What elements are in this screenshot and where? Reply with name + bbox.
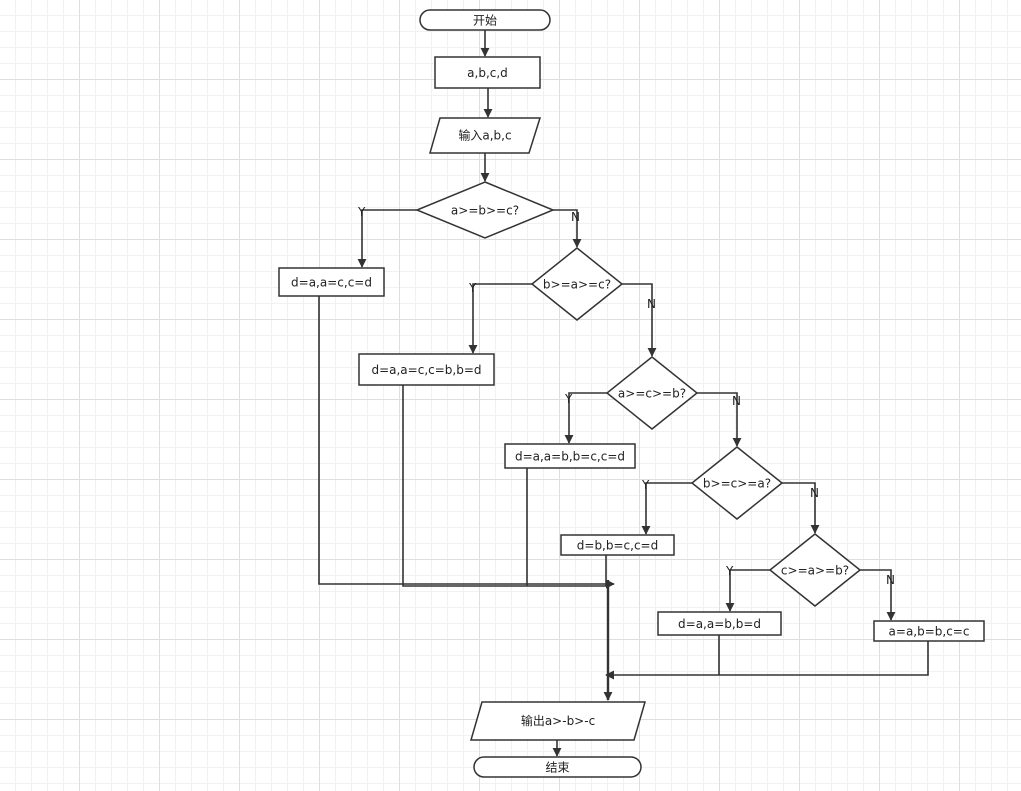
input-node: 输入a,b,c	[429, 117, 542, 154]
cond3-no-label: N	[732, 394, 741, 408]
edge-proc1-merge	[318, 296, 615, 589]
proc5-box	[657, 611, 782, 636]
proc3-text: d=a,a=b,b=c,c=d	[515, 450, 625, 464]
cond4-diamond	[690, 446, 784, 520]
end-node: 结束	[473, 756, 642, 778]
proc4-node: d=b,b=c,c=d	[560, 534, 675, 556]
cond1-yes-label: Y	[357, 205, 366, 219]
proc2-node: d=a,a=c,c=b,b=d	[358, 353, 495, 386]
output-node: 输出a>-b>-c	[470, 701, 646, 741]
output-parallelogram	[470, 701, 646, 741]
edge-cond1-no	[553, 209, 582, 248]
cond4-text: b>=c>=a?	[703, 477, 771, 491]
edge-cond2-no	[622, 283, 657, 357]
declare-text: a,b,c,d	[467, 66, 508, 80]
end-terminator	[473, 756, 642, 778]
cond4-no-label: N	[810, 486, 819, 500]
proc1-text: d=a,a=c,c=d	[291, 276, 372, 290]
edge-cond4-no	[782, 482, 820, 534]
proc1-node: d=a,a=c,c=d	[278, 267, 385, 297]
end-text: 结束	[545, 761, 569, 775]
cond3-diamond	[605, 356, 699, 430]
cond5-no-label: N	[886, 573, 895, 587]
proc6-text: a=a,b=b,c=c	[889, 625, 970, 639]
declare-node: a,b,c,d	[434, 56, 541, 89]
cond1-no-label: N	[571, 210, 580, 224]
cond1-text: a>=b>=c?	[451, 204, 519, 218]
proc6-node: a=a,b=b,c=c	[873, 620, 985, 642]
edge-cond5-no	[860, 569, 896, 621]
cond2-diamond	[530, 247, 624, 321]
cond2-node: b>=a>=c?	[530, 247, 624, 321]
edge-cond5-yes	[725, 569, 770, 612]
output-text: 输出a>-b>-c	[521, 713, 595, 728]
cond4-node: b>=c>=a?	[690, 446, 784, 520]
start-terminator	[419, 9, 551, 31]
proc6-box	[873, 620, 985, 642]
edge-cond4-yes	[641, 482, 692, 535]
cond2-yes-label: Y	[468, 281, 477, 295]
proc4-box	[560, 534, 675, 556]
proc3-node: d=a,a=b,b=c,c=d	[504, 443, 636, 469]
proc4-text: d=b,b=c,c=d	[577, 539, 658, 553]
cond3-node: a>=c>=b?	[605, 356, 699, 430]
cond2-no-label: N	[647, 297, 656, 311]
cond5-text: c>=a>=b?	[781, 564, 849, 578]
proc5-text: d=a,a=b,b=d	[678, 617, 761, 631]
flowchart-edges	[318, 30, 929, 757]
cond3-yes-label: Y	[564, 392, 573, 406]
cond5-yes-label: Y	[725, 564, 734, 578]
cond3-text: a>=c>=b?	[618, 387, 686, 401]
edge-proc6-merge	[605, 641, 929, 680]
cond4-yes-label: Y	[641, 478, 650, 492]
cond1-node: a>=b>=c?	[415, 181, 555, 239]
input-parallelogram	[429, 117, 542, 154]
edge-proc2-merge	[402, 385, 607, 587]
cond5-diamond	[768, 533, 862, 607]
cond1-diamond	[415, 181, 555, 239]
start-node: 开始	[419, 9, 551, 31]
edge-cond1-yes	[357, 209, 417, 268]
edge-cond3-yes	[564, 392, 607, 444]
declare-box	[434, 56, 541, 89]
edge-cond2-yes	[468, 283, 532, 354]
cond2-text: b>=a>=c?	[543, 278, 611, 292]
input-text: 输入a,b,c	[458, 128, 511, 143]
edge-cond3-no	[697, 392, 742, 447]
branch-labels: Y N Y N Y N Y N Y N	[357, 205, 895, 587]
start-text: 开始	[473, 14, 497, 28]
proc2-text: d=a,a=c,c=b,b=d	[371, 363, 481, 377]
cond5-node: c>=a>=b?	[768, 533, 862, 607]
proc1-box	[278, 267, 385, 297]
proc5-node: d=a,a=b,b=d	[657, 611, 782, 636]
proc2-box	[358, 353, 495, 386]
proc3-box	[504, 443, 636, 469]
